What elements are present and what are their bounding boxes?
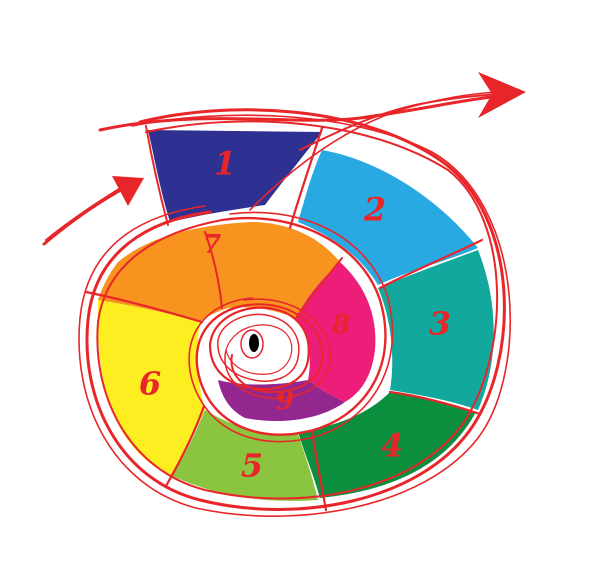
segment-9: 9 [218,380,345,422]
segment-8-label: 8 [331,310,350,340]
segment-1: 1 [148,130,322,222]
segment-2-shape [298,150,478,285]
eye-pupil [249,334,259,352]
segment-2-label: 2 [363,191,386,229]
segment-3-label: 3 [429,305,451,343]
segment-8: 8 [296,262,376,402]
segment-3-shape [378,250,494,410]
segment-4-shape [298,392,476,498]
segment-8-shape [296,262,376,402]
segment-1-label: 1 [214,145,236,183]
segment-3: 3 [378,250,494,410]
segment-5-shape [172,410,318,501]
segment-5-label: 5 [241,447,263,485]
segment-2: 2 [298,150,478,285]
small-arrow-icon [42,176,144,246]
segment-6-label: 6 [139,365,161,403]
sketch-outline [78,108,512,517]
segment-5: 5 [172,410,318,501]
segment-1-shape [148,130,322,222]
large-arrow-icon [98,72,526,211]
segment-7-shape [98,222,340,322]
segment-4: 4 [298,392,476,498]
segment-9-label: 9 [276,386,294,416]
segment-9-shape [218,380,345,422]
segment-4-label: 4 [381,427,403,465]
snail-eye [240,329,264,359]
